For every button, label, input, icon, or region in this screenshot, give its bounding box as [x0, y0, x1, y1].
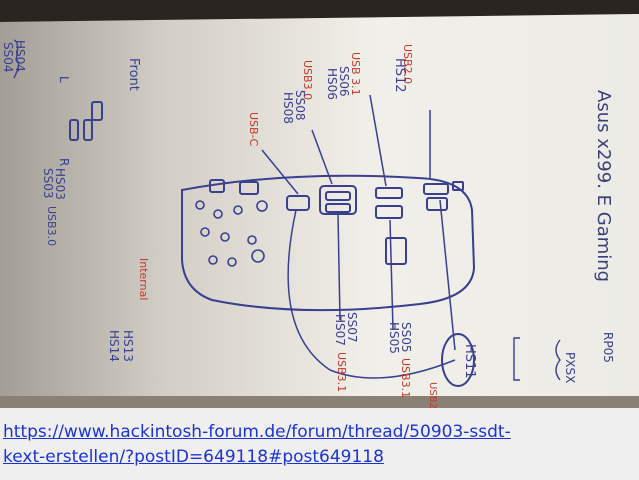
svg-text:HS07: HS07 [333, 314, 347, 346]
svg-text:SS03: SS03 [41, 168, 55, 199]
svg-text:HS05: HS05 [387, 322, 401, 354]
svg-text:L: L [57, 76, 71, 83]
svg-text:HS12: HS12 [392, 58, 407, 93]
svg-text:HS08: HS08 [281, 92, 295, 124]
svg-text:HS11: HS11 [462, 344, 477, 379]
svg-text:Internal: Internal [137, 258, 150, 300]
svg-text:HS14: HS14 [107, 330, 121, 362]
svg-text:PXSX: PXSX [563, 352, 577, 383]
svg-text:R: R [57, 158, 71, 166]
forum-link[interactable]: https://www.hackintosh-forum.de/forum/th… [3, 420, 639, 470]
svg-text:HS13: HS13 [121, 330, 135, 362]
svg-text:RP05: RP05 [601, 332, 615, 363]
svg-text:USB3.0: USB3.0 [45, 206, 58, 246]
svg-text:HS06: HS06 [325, 68, 339, 100]
svg-text:Front: Front [126, 58, 141, 91]
svg-text:USB3.1: USB3.1 [399, 358, 412, 398]
title-text: Asus x299. E Gaming [593, 90, 614, 282]
svg-text:SS04: SS04 [1, 42, 15, 73]
svg-text:USB3.1: USB3.1 [335, 352, 348, 392]
svg-text:USB-C: USB-C [247, 112, 260, 147]
caption-overlay: https://www.hackintosh-forum.de/forum/th… [0, 408, 639, 480]
